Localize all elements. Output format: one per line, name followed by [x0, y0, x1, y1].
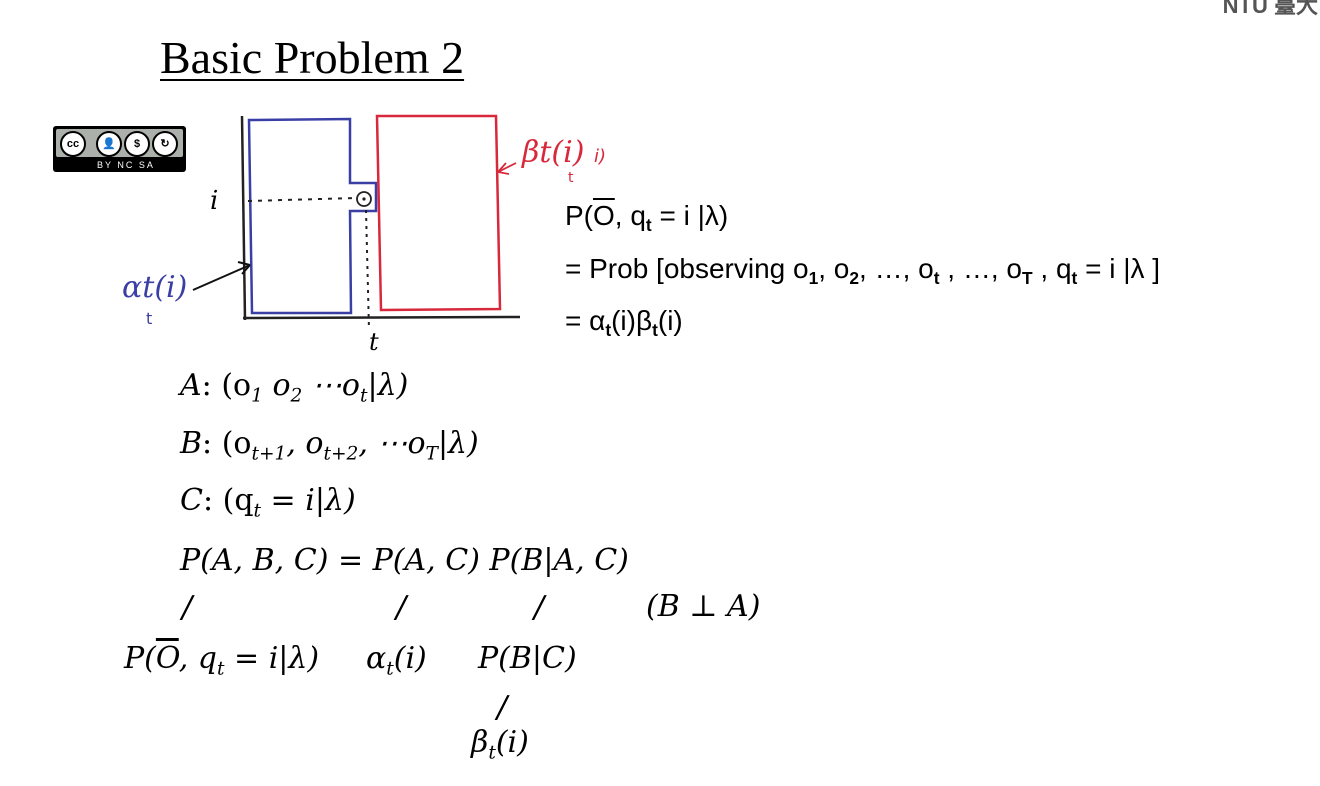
- diagram-beta-under: t: [568, 170, 574, 186]
- cc-badge-label: BY NC SA: [97, 160, 155, 170]
- beta-arrow: [497, 162, 517, 173]
- alpha-region-box: [247, 117, 378, 315]
- event-a: A: (o1 o2 ⋯ot|λ): [180, 368, 409, 407]
- diagram-y-axis: [240, 115, 247, 321]
- diagram-x-axis: [242, 315, 521, 320]
- diagram-label-beta: βt(i) i): [522, 135, 606, 170]
- diagram-label-t: t: [369, 328, 379, 356]
- state-node: [356, 191, 372, 207]
- sharealike-icon: ↻: [152, 131, 178, 157]
- diagram-alpha-under: t: [146, 309, 153, 328]
- noncommercial-icon: $: [124, 131, 150, 157]
- prob-def-line-1: P(O, qt = i |λ): [565, 200, 729, 236]
- beta-region-box: [375, 114, 502, 312]
- state-i-dotted-line: [247, 197, 357, 202]
- diagram-label-i: i: [210, 186, 219, 216]
- term-alpha: αt(i): [366, 641, 427, 680]
- event-c: C: (qt = i|λ): [180, 483, 356, 522]
- time-t-dotted-line: [365, 209, 370, 331]
- prob-def-line-3: = αt(i)βt(i): [565, 305, 683, 341]
- slide-title: Basic Problem 2: [160, 32, 465, 83]
- cc-icon: cc: [60, 131, 86, 157]
- prob-def-line-2: = Prob [observing o1, o2, …, ot , …, oT …: [565, 253, 1161, 289]
- corner-logo: NTU 臺大: [1222, 0, 1318, 18]
- joint-decomposition-equation: P(A, B, C) = P(A, C) P(B|A, C): [180, 543, 629, 578]
- event-b: B: (ot+1, ot+2, ⋯oT|λ): [180, 426, 479, 465]
- term-conditional: P(B|C): [478, 641, 577, 676]
- person-icon: 👤: [96, 131, 122, 157]
- term-joint-prob: P(O, qt = i|λ): [124, 641, 320, 680]
- term-beta: βt(i): [471, 725, 529, 764]
- independence-note: (B ⊥ A): [646, 589, 761, 624]
- alpha-arrow: [192, 264, 251, 291]
- cc-license-badge[interactable]: cc 👤 $ ↻ BY NC SA: [53, 126, 186, 172]
- diagram-label-alpha: αt(i): [122, 270, 188, 305]
